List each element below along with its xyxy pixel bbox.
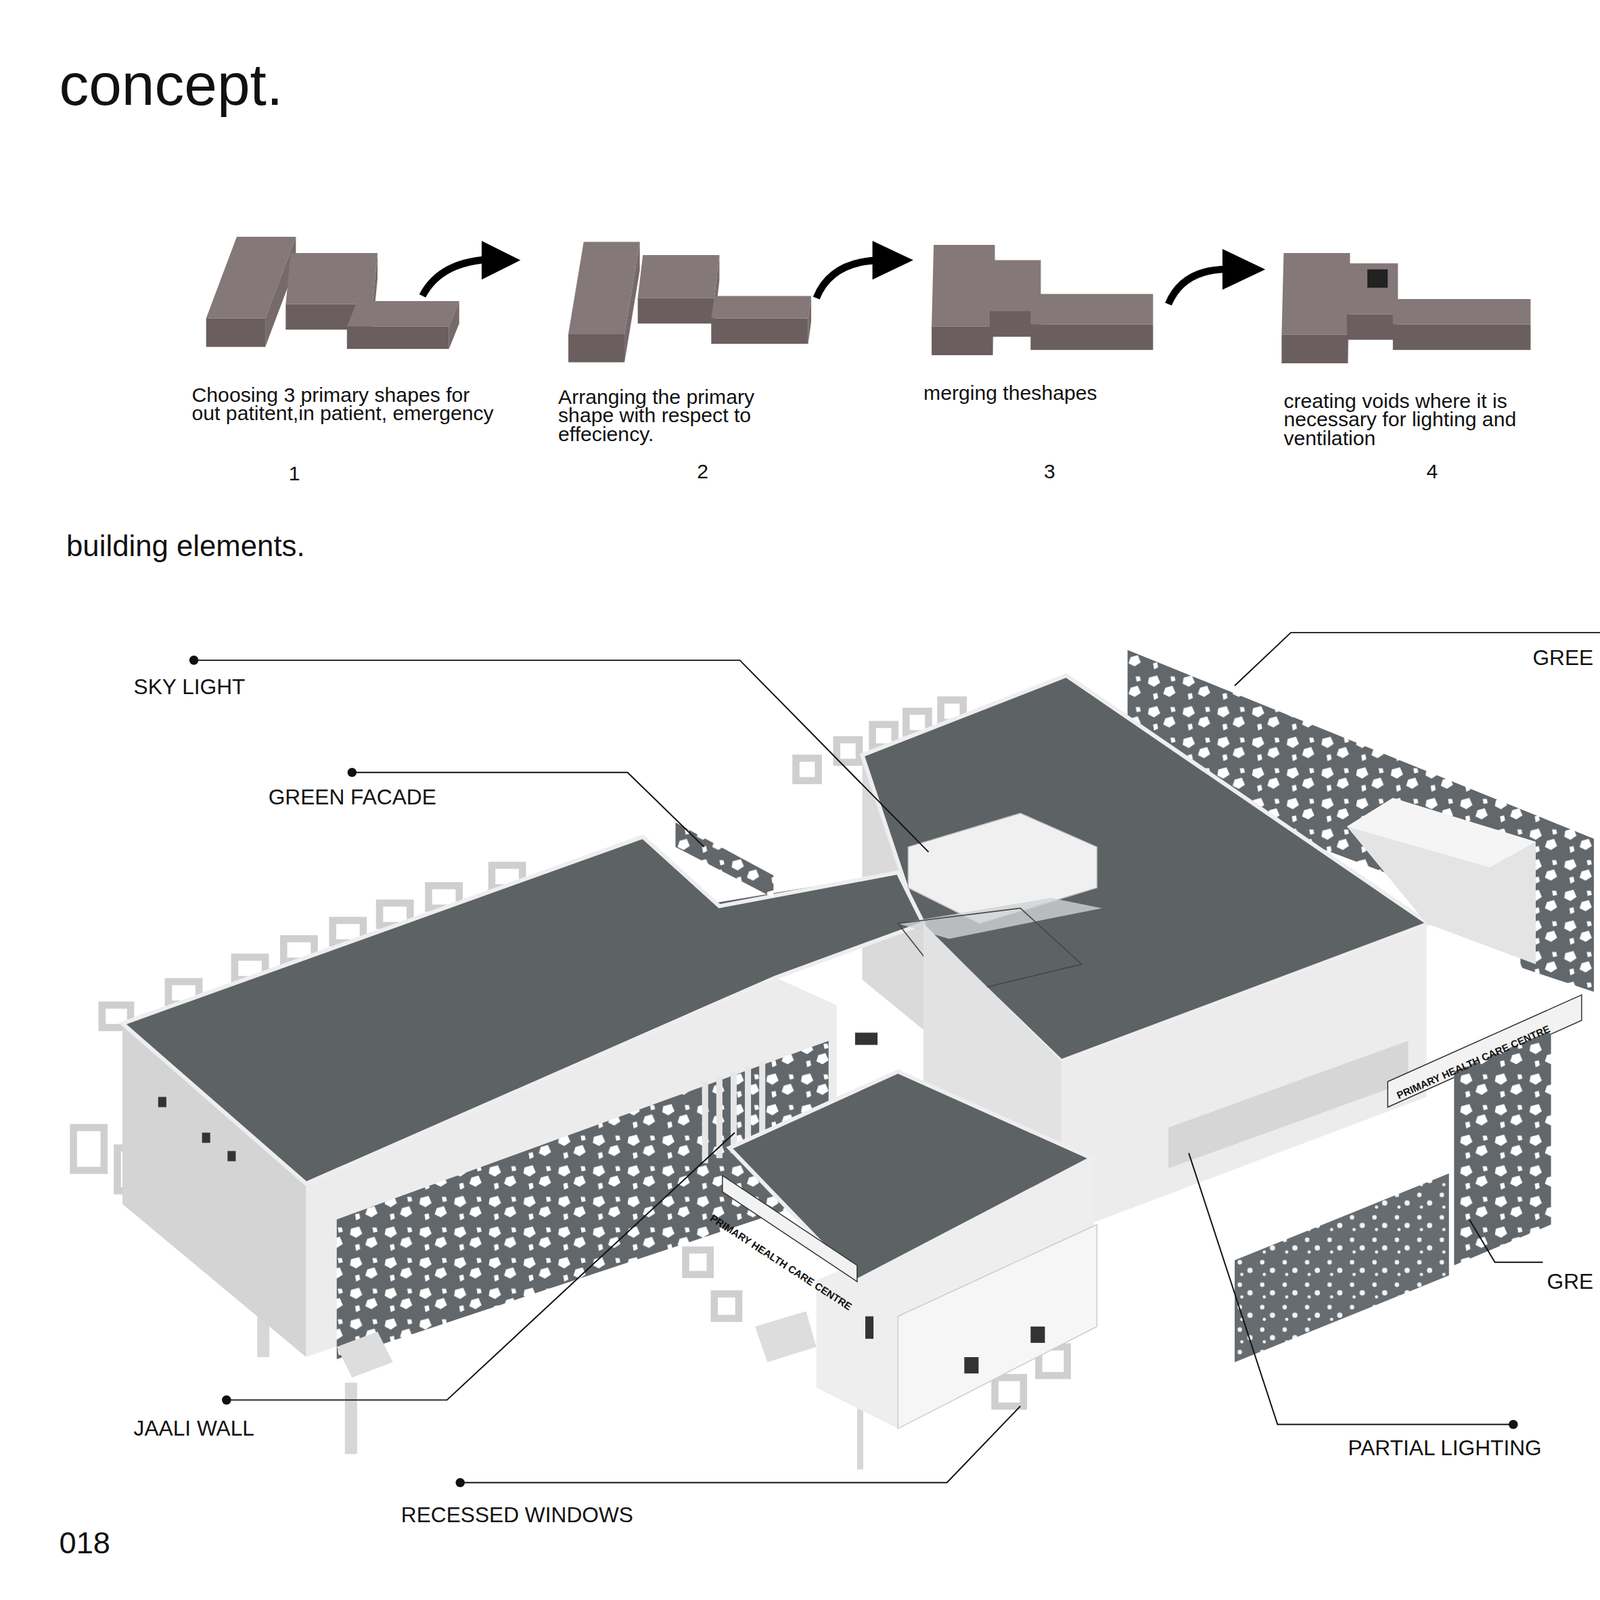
void <box>1367 269 1388 288</box>
step-caption: creating voids where it is necessary for… <box>1283 391 1580 447</box>
mass-face <box>1281 253 1350 335</box>
mass-face <box>637 255 720 298</box>
mass-face <box>347 326 450 350</box>
arrow-heads <box>481 240 1266 290</box>
callout-label: GREEN FACADE <box>268 783 437 810</box>
mass-face <box>931 326 993 356</box>
mass-face <box>624 241 640 362</box>
mass-face <box>1030 293 1153 325</box>
step-arrows <box>422 259 1233 304</box>
title: concept. <box>58 48 283 121</box>
step-number: 3 <box>1043 459 1056 484</box>
building-axonometric <box>73 650 1594 1470</box>
massing-steps <box>206 236 1531 364</box>
mass-face <box>206 318 266 348</box>
mass-face <box>1392 299 1531 325</box>
mass-face <box>808 295 812 344</box>
mass-face <box>347 301 460 327</box>
callout-label: GRE <box>1547 1268 1594 1295</box>
callout-label: GREE <box>1532 644 1594 672</box>
leader-dots <box>189 655 1519 1488</box>
mass-face <box>931 244 996 327</box>
section-heading: building elements. <box>66 528 306 563</box>
callout-label: RECESSED WINDOWS <box>401 1501 634 1529</box>
step-caption: Choosing 3 primary shapes for out patite… <box>192 385 498 423</box>
step-caption: merging theshapes <box>923 383 1230 402</box>
mass-face <box>1281 334 1348 364</box>
mass-face <box>1530 299 1532 350</box>
step-number: 4 <box>1426 459 1439 484</box>
mass-face <box>1346 263 1398 314</box>
mass-face <box>637 297 715 324</box>
mass-face <box>1152 293 1155 350</box>
step-number: 1 <box>288 461 301 486</box>
mass-face <box>568 333 625 362</box>
callout-label: PARTIAL LIGHTING <box>1347 1434 1542 1462</box>
mass-face <box>285 253 378 304</box>
mass-face <box>1392 324 1531 351</box>
mass-face <box>449 301 460 350</box>
step-caption: Arranging the primary shape with respect… <box>558 387 809 443</box>
callout-label: SKY LIGHT <box>133 673 246 700</box>
mass-face <box>711 295 812 318</box>
page-number: 018 <box>58 1524 111 1561</box>
callout-label: JAALI WALL <box>133 1415 255 1442</box>
mass-face <box>1030 324 1153 351</box>
mass-face <box>1346 314 1398 341</box>
step-number: 2 <box>696 459 709 484</box>
leader-lines <box>194 632 1600 1483</box>
mass-face <box>711 318 808 345</box>
